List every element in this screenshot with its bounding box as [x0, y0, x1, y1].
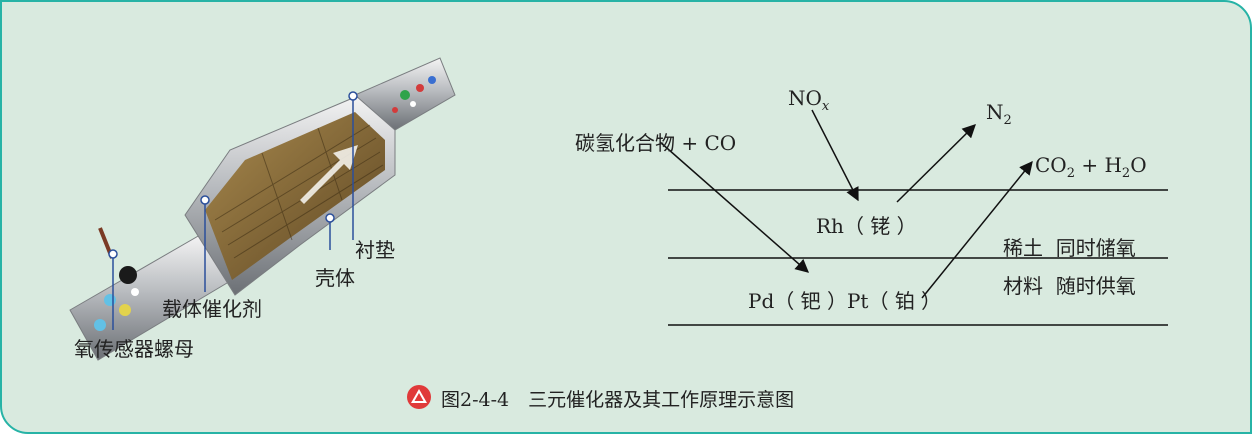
label-co2-h2o: CO2 + H2O	[1035, 153, 1147, 181]
label-shell: 壳体	[315, 266, 355, 290]
label-nox: NOx	[788, 86, 830, 114]
caption-triangle-icon	[407, 385, 431, 409]
label-pd-pt-layer: Pd（ 钯 ）Pt（ 铂 ）	[748, 289, 942, 313]
figure-caption: 图2-4-4 三元催化器及其工作原理示意图	[441, 389, 795, 411]
label-rare-earth-line1: 稀土 同时储氧	[1003, 236, 1136, 260]
arrow-nox-to-rh	[811, 109, 859, 202]
label-rh-layer: Rh（ 铑 ）	[816, 214, 917, 238]
label-substrate-catalyst: 载体催化剂	[162, 297, 262, 321]
label-hc-co: 碳氢化合物 + CO	[575, 131, 737, 155]
arrow-rh-to-n2	[896, 124, 976, 203]
arrow-hc-co-to-pd	[659, 141, 810, 273]
arrow-pt-to-co2-h2o	[921, 160, 1033, 299]
label-liner: 衬垫	[355, 238, 395, 262]
label-rare-earth-line2: 材料 随时供氧	[1003, 274, 1136, 298]
label-oxygen-sensor-nut: 氧传感器螺母	[74, 337, 194, 361]
flow-arrow	[300, 145, 358, 204]
gas-molecules	[94, 76, 436, 331]
label-n2: N2	[986, 100, 1012, 128]
